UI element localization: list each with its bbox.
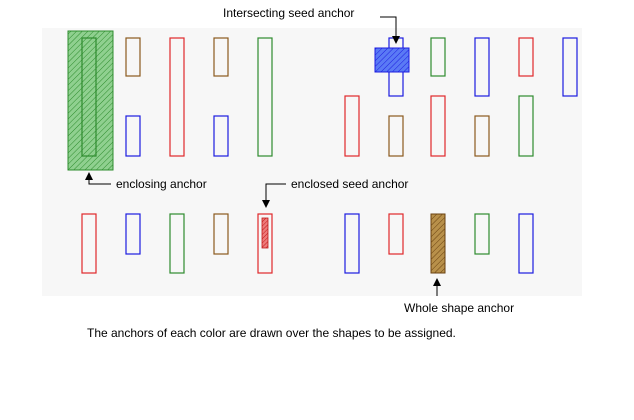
shape-rect [81, 37, 97, 157]
shape-rect [344, 213, 360, 274]
enclosed-seed-anchor [261, 217, 269, 249]
shape-rect [257, 37, 273, 157]
diagram-caption: The anchors of each color are drawn over… [87, 326, 456, 340]
shape-rect [518, 37, 534, 77]
enclosing-callout: enclosing anchor [85, 172, 207, 191]
shape-rect [125, 115, 141, 157]
shape-rect [213, 115, 229, 157]
shape-rect [257, 213, 273, 274]
intersecting-seed-callout: Intersecting seed anchor [223, 6, 400, 44]
enclosed-seed-callout: enclosed seed anchor [262, 177, 408, 208]
shape-rect [125, 37, 141, 77]
shape-rect [169, 213, 185, 274]
shape-rect [518, 95, 534, 157]
shape-rect [430, 95, 446, 157]
shape-rect [213, 37, 229, 77]
shape-rect [344, 95, 360, 157]
shape-rect [430, 37, 446, 77]
whole-shape-label: Whole shape anchor [404, 301, 514, 315]
shape-rect [388, 213, 404, 255]
enclosing-label: enclosing anchor [116, 177, 207, 191]
intersecting-seed-label: Intersecting seed anchor [223, 6, 354, 20]
shape-rect [474, 37, 490, 97]
shape-rect [562, 37, 578, 97]
diagram-panel [42, 28, 582, 296]
enclosing-anchor [67, 30, 114, 171]
shape-rect [474, 213, 490, 255]
shape-rect [81, 213, 97, 274]
whole-shape-anchor [430, 213, 446, 274]
shape-rect [388, 115, 404, 157]
shape-rect [169, 37, 185, 157]
enclosed-seed-label: enclosed seed anchor [291, 177, 408, 191]
whole-shape-callout: Whole shape anchor [404, 278, 514, 315]
shape-rect [213, 213, 229, 255]
shape-rect [125, 213, 141, 255]
shape-rect [474, 115, 490, 157]
shape-rect [518, 213, 534, 274]
intersecting-seed-anchor [374, 47, 410, 73]
